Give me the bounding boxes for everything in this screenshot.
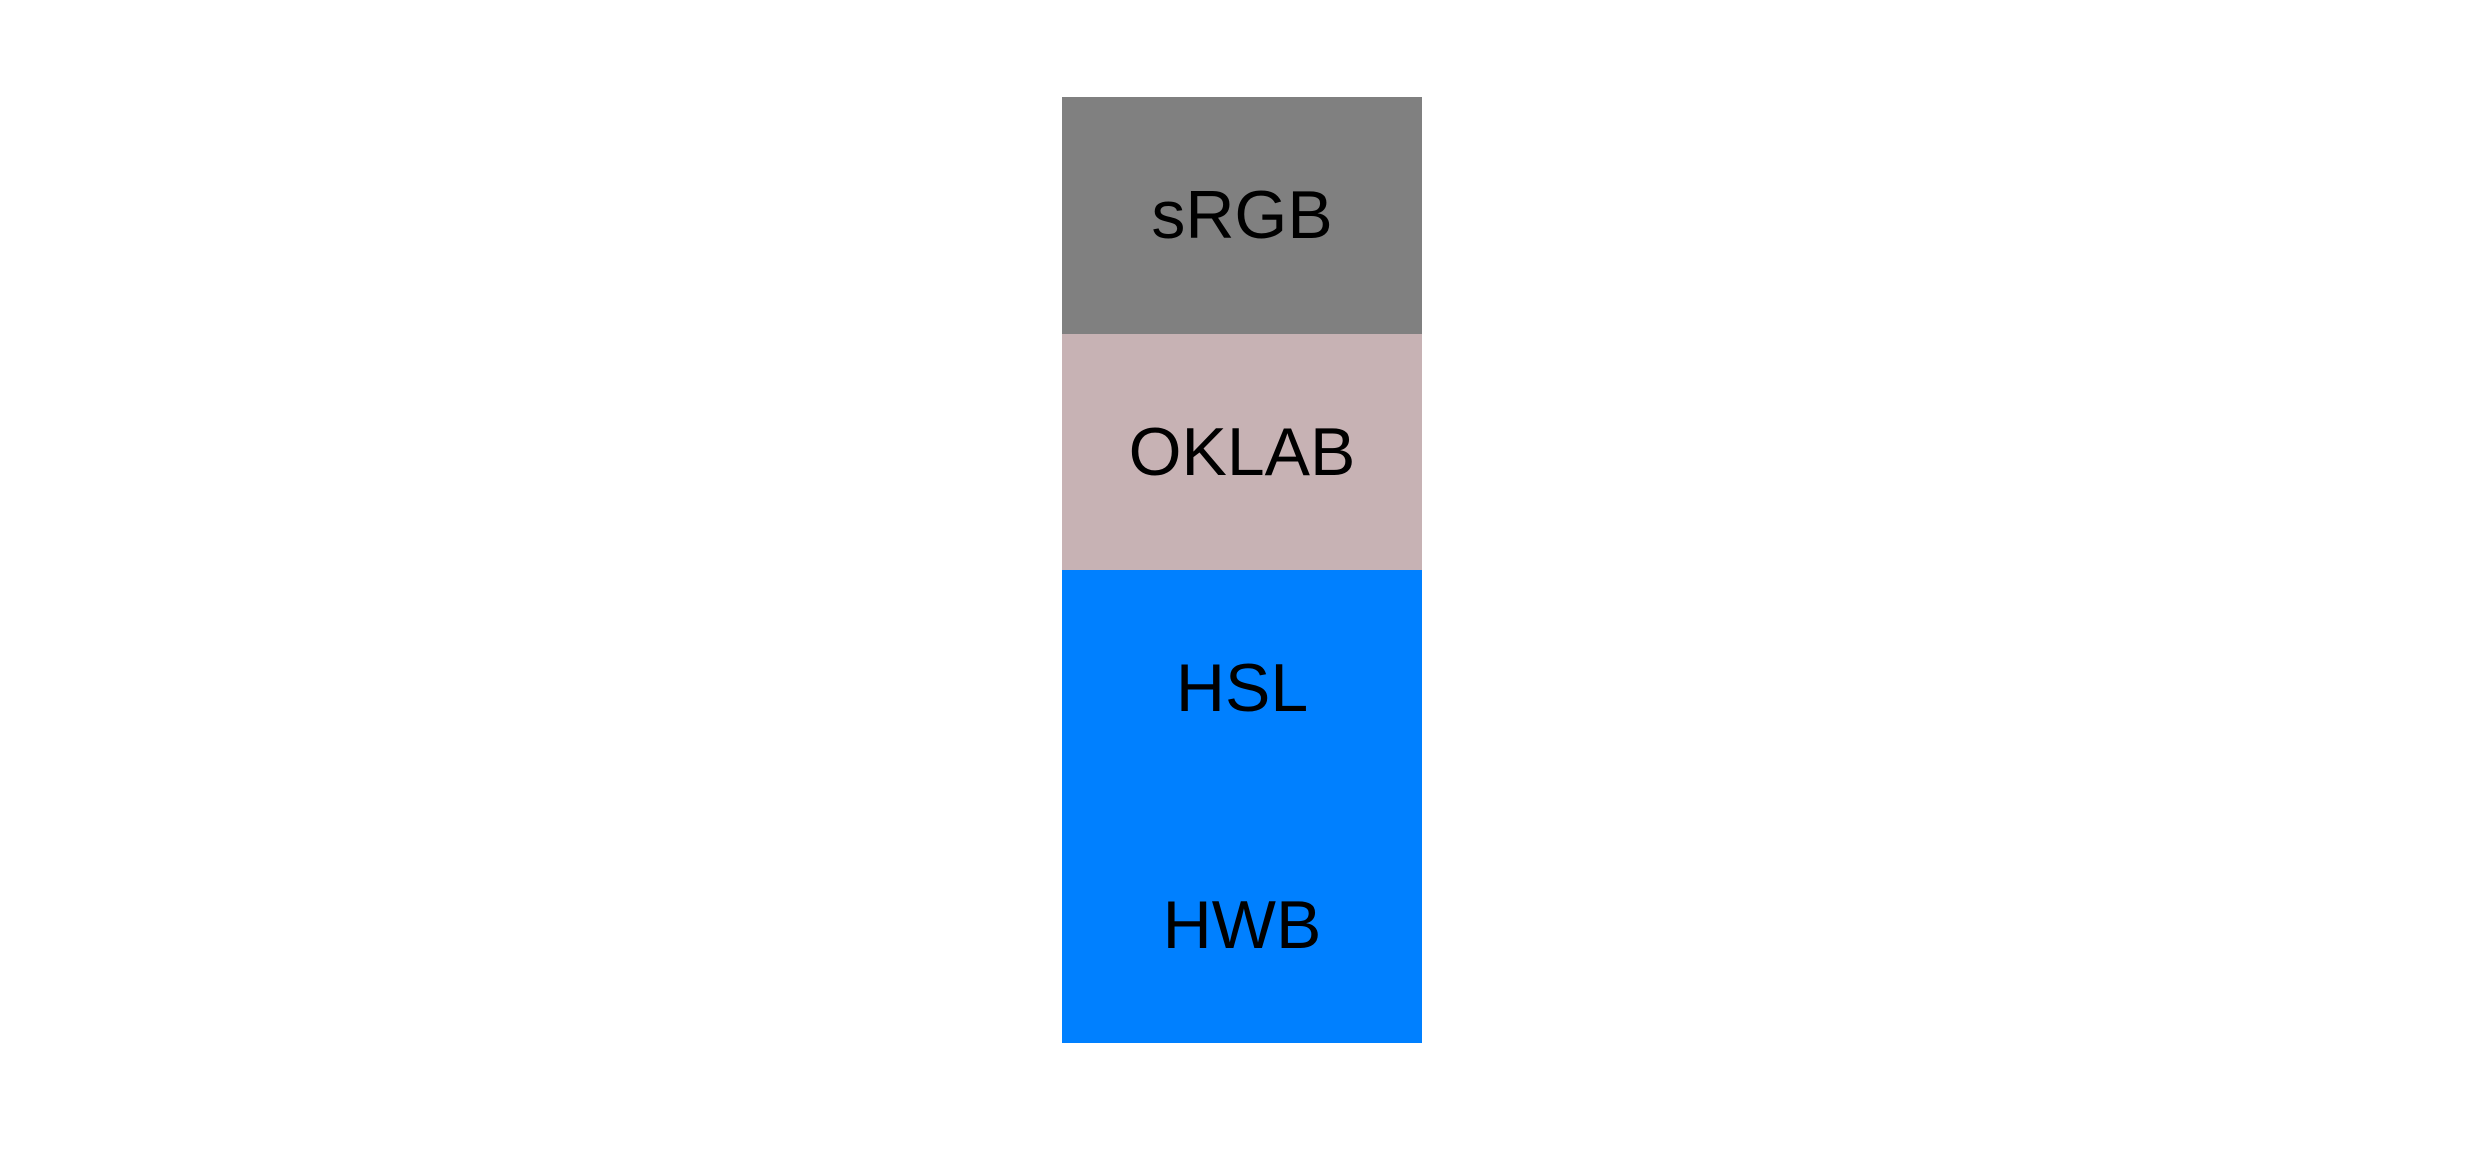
swatch-label-hsl: HSL xyxy=(1175,650,1309,727)
swatch-band-srgb: sRGB xyxy=(1062,97,1422,334)
swatch-band-hsl: HSL xyxy=(1062,570,1422,807)
swatch-band-hwb: HWB xyxy=(1062,806,1422,1043)
swatch-label-oklab: OKLAB xyxy=(1128,413,1356,490)
color-swatch-stack: sRGB OKLAB HSL HWB xyxy=(1062,97,1422,1043)
swatch-label-srgb: sRGB xyxy=(1151,177,1333,254)
swatch-label-hwb: HWB xyxy=(1162,886,1322,963)
swatch-band-oklab: OKLAB xyxy=(1062,333,1422,570)
